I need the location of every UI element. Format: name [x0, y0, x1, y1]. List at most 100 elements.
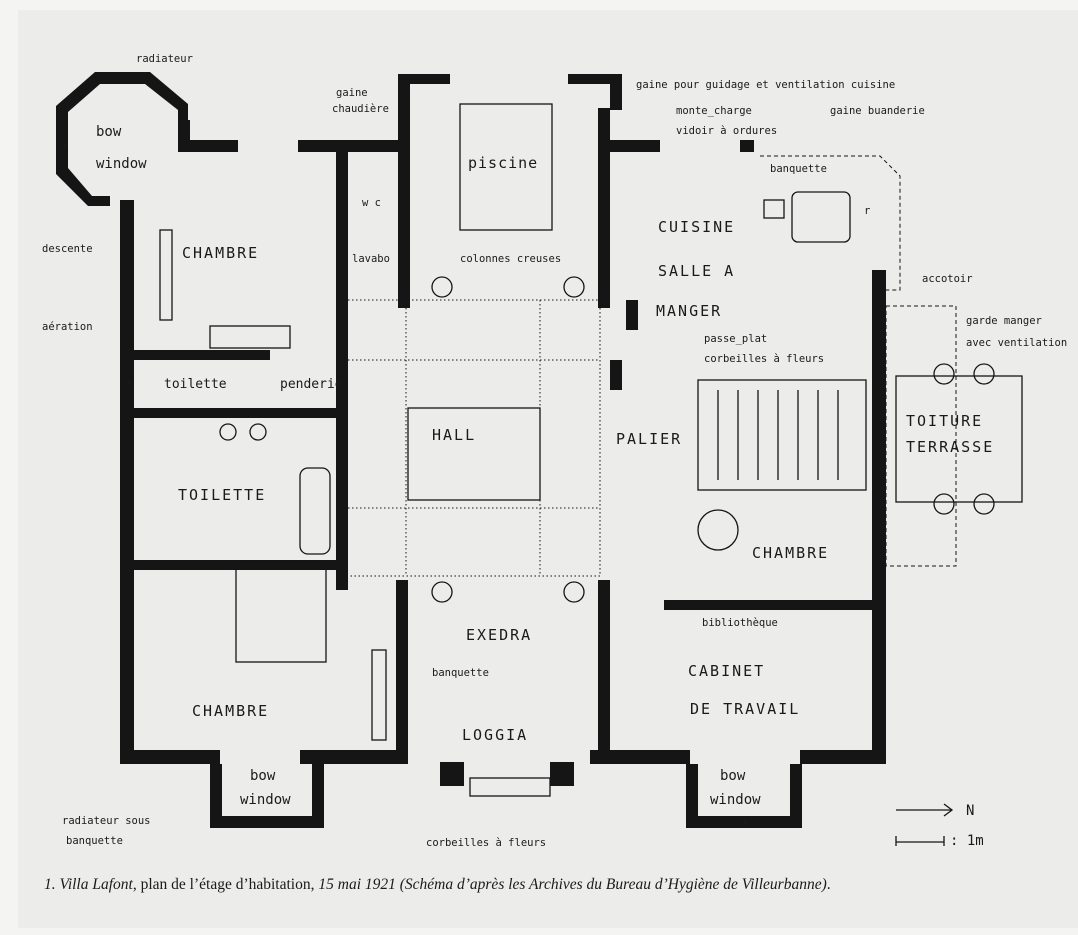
label-gaine-chaudiere-2: chaudière: [332, 103, 389, 115]
kitchen-sink: [763, 199, 785, 219]
kitchen-stove: [791, 191, 851, 243]
label-banquette-n: banquette: [770, 163, 827, 175]
west-wall: [120, 200, 134, 760]
interior-wall: [626, 300, 638, 330]
north-arrow-head: [943, 803, 954, 817]
south-wall: [300, 750, 408, 764]
room-label-manger: MANGER: [656, 302, 722, 320]
label-gaine-buanderie: gaine buanderie: [830, 105, 925, 117]
room-label-loggia: LOGGIA: [462, 726, 528, 744]
bow-sw-label-1: bow: [250, 768, 276, 784]
spiral-stair: [697, 509, 739, 551]
column: [973, 363, 995, 385]
interior-wall: [664, 600, 874, 610]
label-radiateur-sous: radiateur sous: [62, 815, 151, 827]
interior-wall: [134, 560, 344, 570]
bow-window-se-wall: [686, 764, 802, 828]
column: [933, 363, 955, 385]
hall-center: [407, 407, 541, 501]
label-descente: descente: [42, 243, 93, 255]
wall-segment: [610, 140, 660, 152]
kitchen-banquette-outline: [760, 155, 901, 291]
caption-part4: .: [826, 876, 831, 893]
wall-segment: [398, 108, 410, 308]
garde-manger-outline: [885, 305, 957, 567]
piscine-walls: [568, 74, 622, 110]
cabinet-furniture: [209, 325, 291, 349]
caption-part3: 15 mai 1921 (Schéma d’après les Archives…: [318, 876, 827, 893]
label-scale: : 1m: [950, 833, 984, 849]
wall-segment: [740, 140, 754, 152]
label-r: r: [126, 377, 132, 389]
label-bibliotheque: bibliothèque: [702, 617, 778, 629]
room-label-exedra: EXEDRA: [466, 626, 532, 644]
label-aeration: aération: [42, 321, 93, 333]
staircase: [697, 379, 867, 491]
room-label-de-travail: DE TRAVAIL: [690, 700, 800, 718]
washbasin: [249, 423, 267, 441]
loggia-planter: [469, 777, 551, 797]
wall-segment: [298, 140, 356, 152]
sw-shelf: [371, 649, 387, 741]
interior-outlines: [159, 103, 1023, 846]
room-label-chambre-sw: CHAMBRE: [192, 702, 269, 720]
interior-wall: [396, 580, 408, 760]
bow-se-label-2: window: [710, 792, 761, 808]
washbasin: [219, 423, 237, 441]
piscine-basin: [459, 103, 553, 231]
figure-caption: 1. Villa Lafont, plan de l’étage d’habit…: [44, 874, 1054, 895]
figure-sheet: [18, 10, 1078, 928]
label-accotoir: accotoir: [922, 273, 973, 285]
annotation-labels: radiateur descente aération gaine chaudi…: [42, 53, 1067, 849]
label-corbeilles-n: corbeilles à fleurs: [704, 353, 824, 365]
column: [933, 493, 955, 515]
label-lavabo: lavabo: [352, 253, 390, 265]
room-label-chambre-e: CHAMBRE: [752, 544, 829, 562]
hall-grid: [343, 299, 601, 577]
loggia-pillar: [550, 762, 574, 786]
toiture-terrasse: [895, 375, 1023, 503]
interior-wall: [134, 408, 344, 418]
label-passe-plat: passe_plat: [704, 333, 767, 345]
hollow-column: [563, 276, 585, 298]
bow-se-label-1: bow: [720, 768, 746, 784]
label-ventilation: avec ventilation: [966, 337, 1067, 349]
label-r: r: [864, 205, 870, 217]
room-label-piscine: piscine: [468, 154, 538, 172]
room-label-toiture: TOITURE: [906, 412, 983, 430]
piscine-walls: [398, 74, 450, 110]
room-label-cuisine: CUISINE: [658, 218, 735, 236]
room-label-toilette-small: toilette: [164, 377, 227, 392]
bow-window-nw-wall: [56, 72, 188, 206]
wall-segment: [120, 750, 220, 764]
wall-segment: [598, 108, 610, 308]
label-wc: w c: [362, 197, 381, 209]
label-gaine-cuisine: gaine pour guidage et ventilation cuisin…: [636, 79, 895, 91]
interior-wall: [134, 350, 270, 360]
room-label-chambre-nw: CHAMBRE: [182, 244, 259, 262]
caption-part2: , plan de l’étage d’habitation,: [132, 876, 319, 893]
exterior-walls: [56, 72, 886, 828]
interior-wall: [598, 580, 610, 760]
bow-nw-label-1: bow: [96, 124, 122, 140]
room-label-terrasse: TERRASSE: [906, 438, 994, 456]
label-monte-charge: monte_charge: [676, 105, 752, 117]
label-north: N: [966, 803, 974, 819]
room-label-penderie: penderie: [280, 377, 343, 392]
bow-sw-label-2: window: [240, 792, 291, 808]
room-labels: CHAMBRE toilette penderie TOILETTE CHAMB…: [96, 124, 994, 808]
label-r: r: [62, 141, 68, 153]
caption-part1: 1. Villa Lafont: [44, 876, 133, 893]
room-label-salle-a: SALLE A: [658, 262, 735, 280]
wall-segment: [346, 140, 400, 152]
south-wall: [590, 750, 690, 764]
label-corbeilles-s: corbeilles à fleurs: [426, 837, 546, 849]
loggia-pillar: [440, 762, 464, 786]
label-garde-manger: garde manger: [966, 315, 1042, 327]
column: [973, 493, 995, 515]
bathtub: [299, 467, 331, 555]
label-r: r: [742, 817, 748, 829]
room-label-cabinet: CABINET: [688, 662, 765, 680]
room-label-hall: HALL: [432, 426, 476, 444]
